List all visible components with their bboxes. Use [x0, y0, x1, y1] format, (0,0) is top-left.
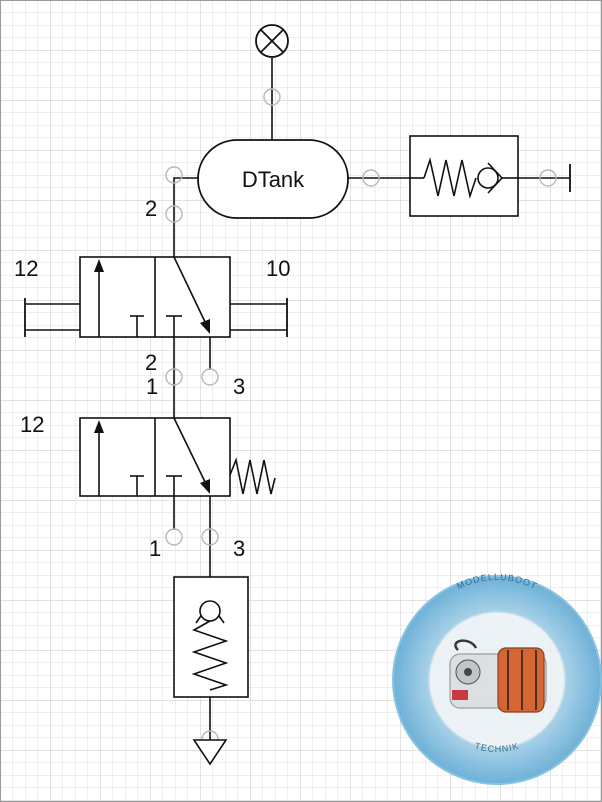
indicator-lamp[interactable]: [255, 24, 289, 58]
valve2-port-1-label: 1: [149, 536, 161, 561]
valve2-port-2-label: 2: [145, 350, 157, 375]
tank-label: DTank: [242, 167, 305, 192]
valve1-diag-head: [200, 319, 210, 334]
port-valve2-1[interactable]: [165, 528, 183, 546]
check-valve-box: [409, 135, 519, 217]
tank-left-line: [173, 177, 198, 257]
valve2-port-3-label: 3: [233, 536, 245, 561]
valve1-port-2-label: 2: [145, 196, 157, 221]
tank[interactable]: DTank: [197, 139, 349, 219]
port-valve1-1[interactable]: [165, 368, 183, 386]
modelluboot-logo: MODELLUBOOT TECHNIK: [392, 572, 602, 785]
valve2-arrow-head: [94, 420, 104, 433]
port-check-right[interactable]: [539, 169, 557, 187]
spring-icon: [229, 457, 276, 495]
check-valve-icon: [199, 600, 221, 622]
valve2-diag-head: [200, 479, 210, 494]
logo-red-part: [452, 690, 468, 700]
port-valve2-3[interactable]: [201, 528, 219, 546]
check-valve-icon: [477, 167, 499, 189]
port-tank-right[interactable]: [362, 169, 380, 187]
valve-top[interactable]: [24, 256, 288, 338]
tank-body: [197, 139, 349, 219]
valve1-left-label: 12: [14, 256, 38, 281]
valve2-left-label: 12: [20, 412, 44, 437]
check-valve-right[interactable]: [409, 135, 519, 217]
port-valve1-2[interactable]: [165, 205, 183, 223]
exhaust-triangle-icon: [192, 739, 228, 766]
lamp-cross-b: [260, 29, 284, 53]
port-lamp[interactable]: [263, 88, 281, 106]
valve1-port-3-label: 3: [233, 374, 245, 399]
port-tank-left[interactable]: [165, 166, 183, 184]
logo-gear-hub: [464, 668, 472, 676]
port-valve1-3[interactable]: [201, 368, 219, 386]
valve1-port-1-label: 1: [146, 374, 158, 399]
valve1-diag-shaft: [173, 256, 208, 327]
check-valve-bottom[interactable]: [173, 576, 249, 698]
valve2-diag-shaft: [173, 417, 208, 487]
spring-icon: [191, 620, 229, 691]
spring-icon: [423, 157, 477, 199]
valve-bottom[interactable]: [79, 417, 276, 497]
valve1-right-label: 10: [266, 256, 290, 281]
check-valve2-box: [173, 576, 249, 698]
logo-cable: [454, 639, 478, 651]
logo-bottom-text: TECHNIK: [474, 741, 521, 754]
valve1-arrow-head: [94, 259, 104, 272]
